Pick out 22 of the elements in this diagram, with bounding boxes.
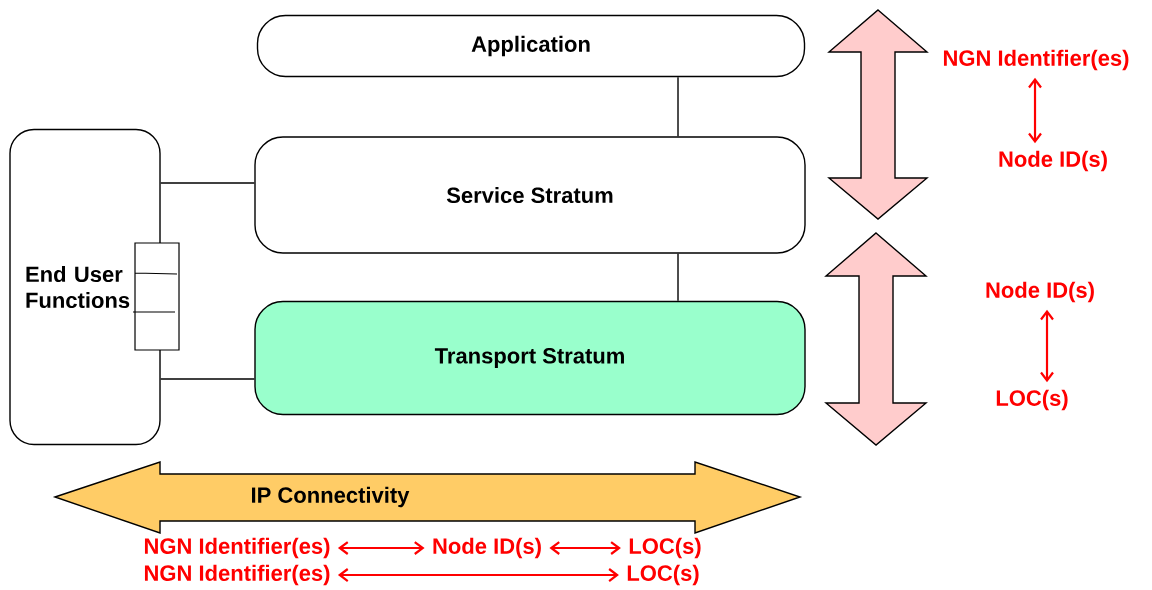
identifier-label: Node ID(s): [433, 537, 541, 559]
identifier-label: NGN Identifier(es): [144, 537, 330, 559]
connector-line: [160, 182, 255, 184]
identifier-label: LOC(s): [627, 564, 699, 586]
arrow: [337, 541, 425, 555]
identifier-label: Node ID(s): [999, 150, 1107, 172]
stratum-box: Application: [256, 14, 806, 78]
identifier-label: NGN Identifier(es): [943, 49, 1129, 71]
arrow: [549, 541, 621, 555]
stratum-box: Transport Stratum: [254, 300, 806, 416]
identifier-label: LOC(s): [629, 537, 701, 559]
connector-line: [160, 378, 255, 380]
identifier-label: NGN Identifier(es): [144, 564, 330, 586]
arrow: [1028, 77, 1042, 144]
stratum-box: Service Stratum: [254, 136, 806, 254]
function-box: End User Functions: [9, 128, 161, 446]
connector-line: [677, 76, 679, 137]
arrow: [337, 568, 619, 582]
identifier-label: LOC(s): [996, 389, 1068, 411]
connector-line: [677, 253, 679, 302]
arrow: [1040, 309, 1054, 383]
identifier-label: Node ID(s): [986, 281, 1094, 303]
